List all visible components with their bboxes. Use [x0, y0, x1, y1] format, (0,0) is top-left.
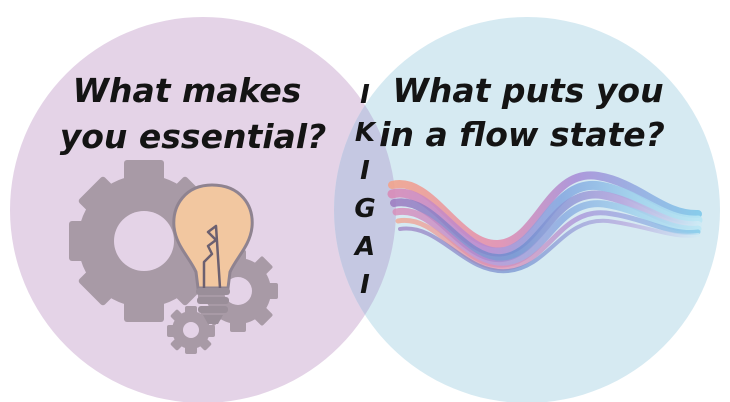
ikigai-letter: I	[360, 270, 370, 300]
lightbulb-icon	[172, 183, 254, 324]
flowing-ribbon-wave-icon	[387, 171, 703, 274]
ikigai-letter: I	[360, 156, 370, 186]
gears-and-lightbulb-icon	[69, 160, 278, 354]
ikigai-letter: I	[360, 80, 370, 110]
right-circle	[334, 17, 720, 402]
right-question-line-1: What puts you	[392, 71, 663, 110]
right-question-line-2: in a flow state?	[379, 115, 665, 154]
left-question-line-2: you essential?	[60, 117, 327, 156]
ikigai-vertical-label: I K I G A I	[353, 80, 377, 300]
ikigai-letter: A	[353, 232, 375, 262]
left-question-line-1: What makes	[73, 71, 302, 110]
ikigai-letter: K	[355, 118, 377, 148]
ikigai-letter: G	[354, 194, 375, 224]
